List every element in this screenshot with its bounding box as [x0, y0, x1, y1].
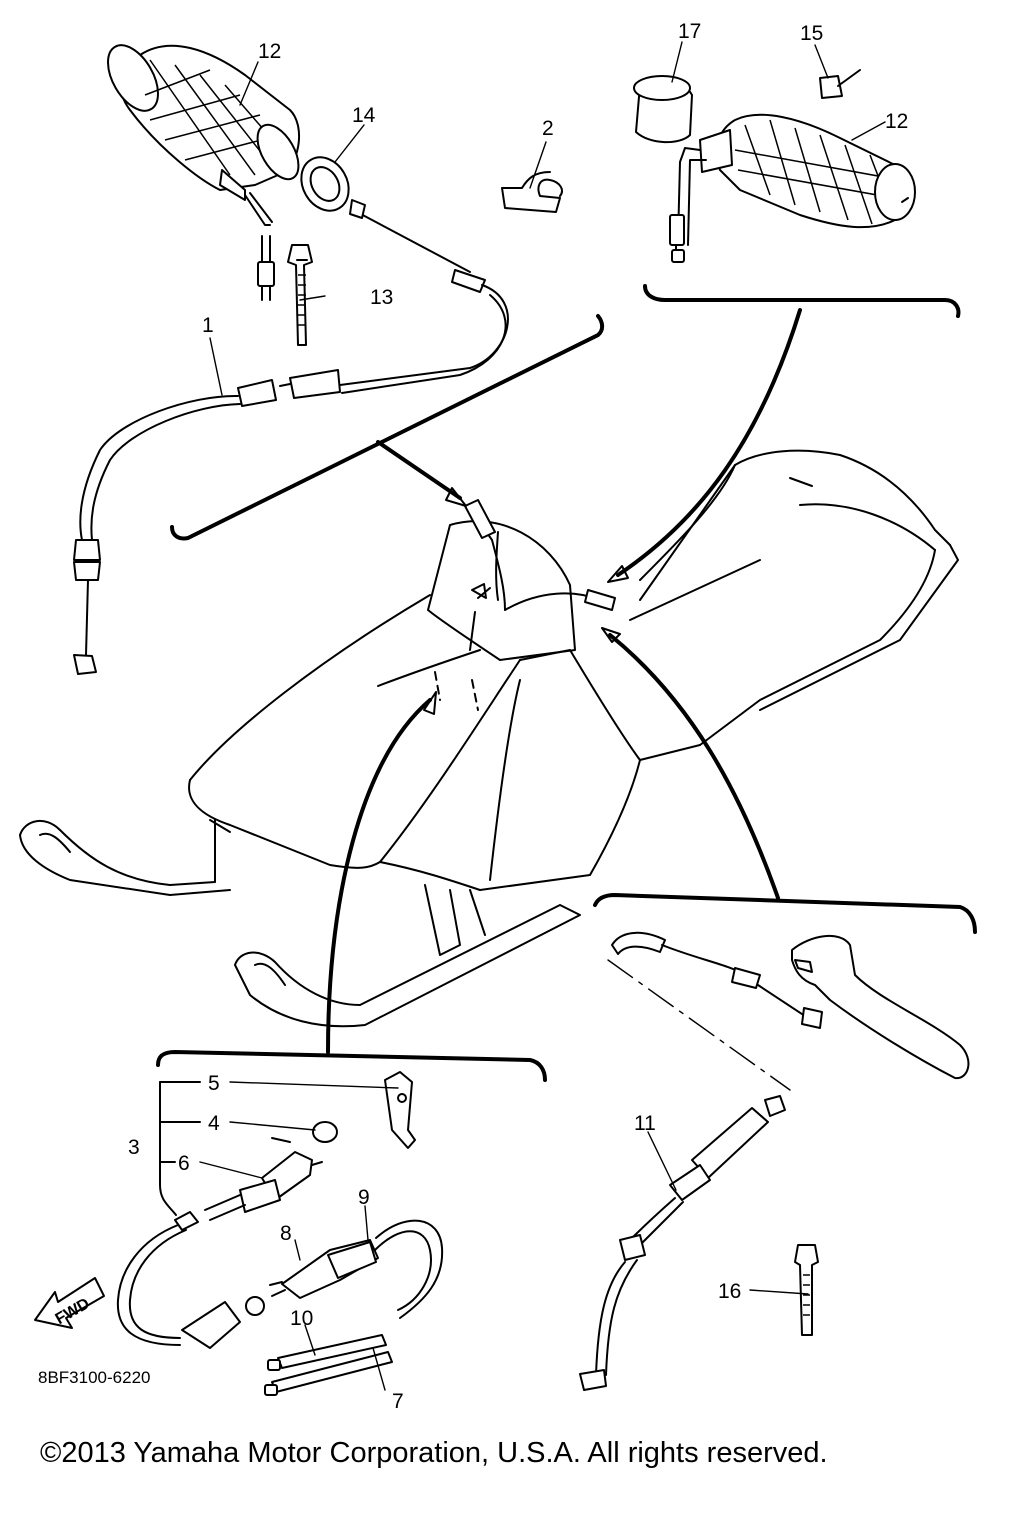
callout-12-left: 12 — [258, 40, 281, 63]
leader-lines — [199, 41, 886, 1391]
callout-12-right: 12 — [885, 110, 908, 133]
callout-17: 17 — [678, 20, 701, 43]
snowmobile-illustration — [19, 449, 959, 1028]
callout-4: 4 — [208, 1112, 220, 1135]
cable-tie-part — [287, 244, 313, 346]
choke-assembly-part — [116, 1071, 444, 1396]
callout-8: 8 — [280, 1222, 292, 1245]
clip-part — [501, 171, 563, 213]
callout-2: 2 — [542, 117, 554, 140]
callout-10: 10 — [290, 1307, 313, 1330]
callout-9: 9 — [358, 1186, 370, 1209]
callout-14: 14 — [352, 104, 376, 127]
throttle-cable-part — [73, 199, 509, 675]
callout-1: 1 — [202, 314, 214, 337]
group-3-bracket — [159, 1081, 177, 1216]
callout-11: 11 — [634, 1112, 656, 1135]
throttle-grip-part — [107, 44, 301, 301]
diagram-code: 8BF3100-6220 — [38, 1368, 150, 1387]
rivet-part — [819, 69, 861, 99]
grip-end-part — [633, 75, 693, 144]
grip-ring-part — [300, 156, 350, 212]
callout-6: 6 — [178, 1152, 190, 1175]
copyright-notice: ©2013 Yamaha Motor Corporation, U.S.A. A… — [40, 1437, 828, 1469]
brake-assembly-part — [579, 931, 970, 1391]
group-brackets — [156, 284, 977, 1082]
forward-arrow-icon: FWD — [34, 1277, 105, 1329]
callout-15: 15 — [800, 22, 823, 45]
callout-7: 7 — [392, 1390, 404, 1413]
callout-3: 3 — [128, 1136, 140, 1159]
callout-labels: 12 14 2 13 1 17 15 12 5 4 3 6 9 8 10 7 1… — [128, 20, 908, 1413]
right-grip-part — [669, 113, 916, 263]
callout-13: 13 — [370, 286, 393, 309]
callout-16: 16 — [718, 1280, 741, 1303]
callout-5: 5 — [208, 1072, 220, 1095]
